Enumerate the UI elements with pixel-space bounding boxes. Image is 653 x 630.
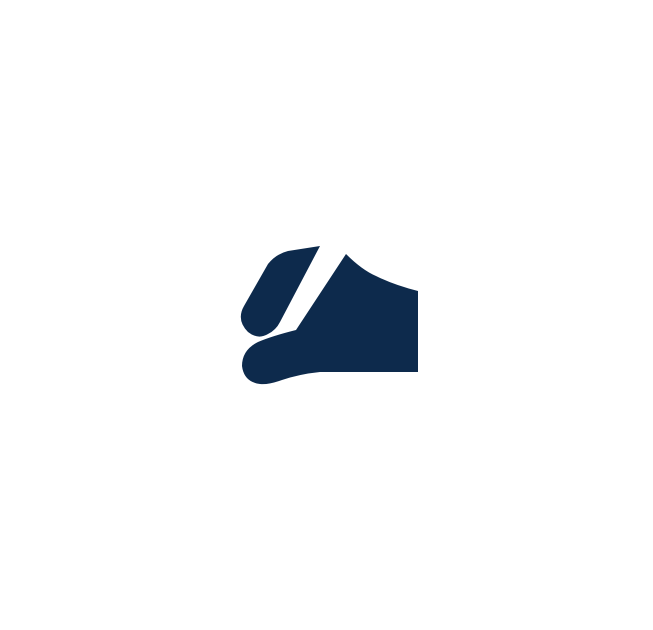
upper-finger-shape: [240, 246, 320, 337]
hand-body-shape: [242, 254, 418, 385]
